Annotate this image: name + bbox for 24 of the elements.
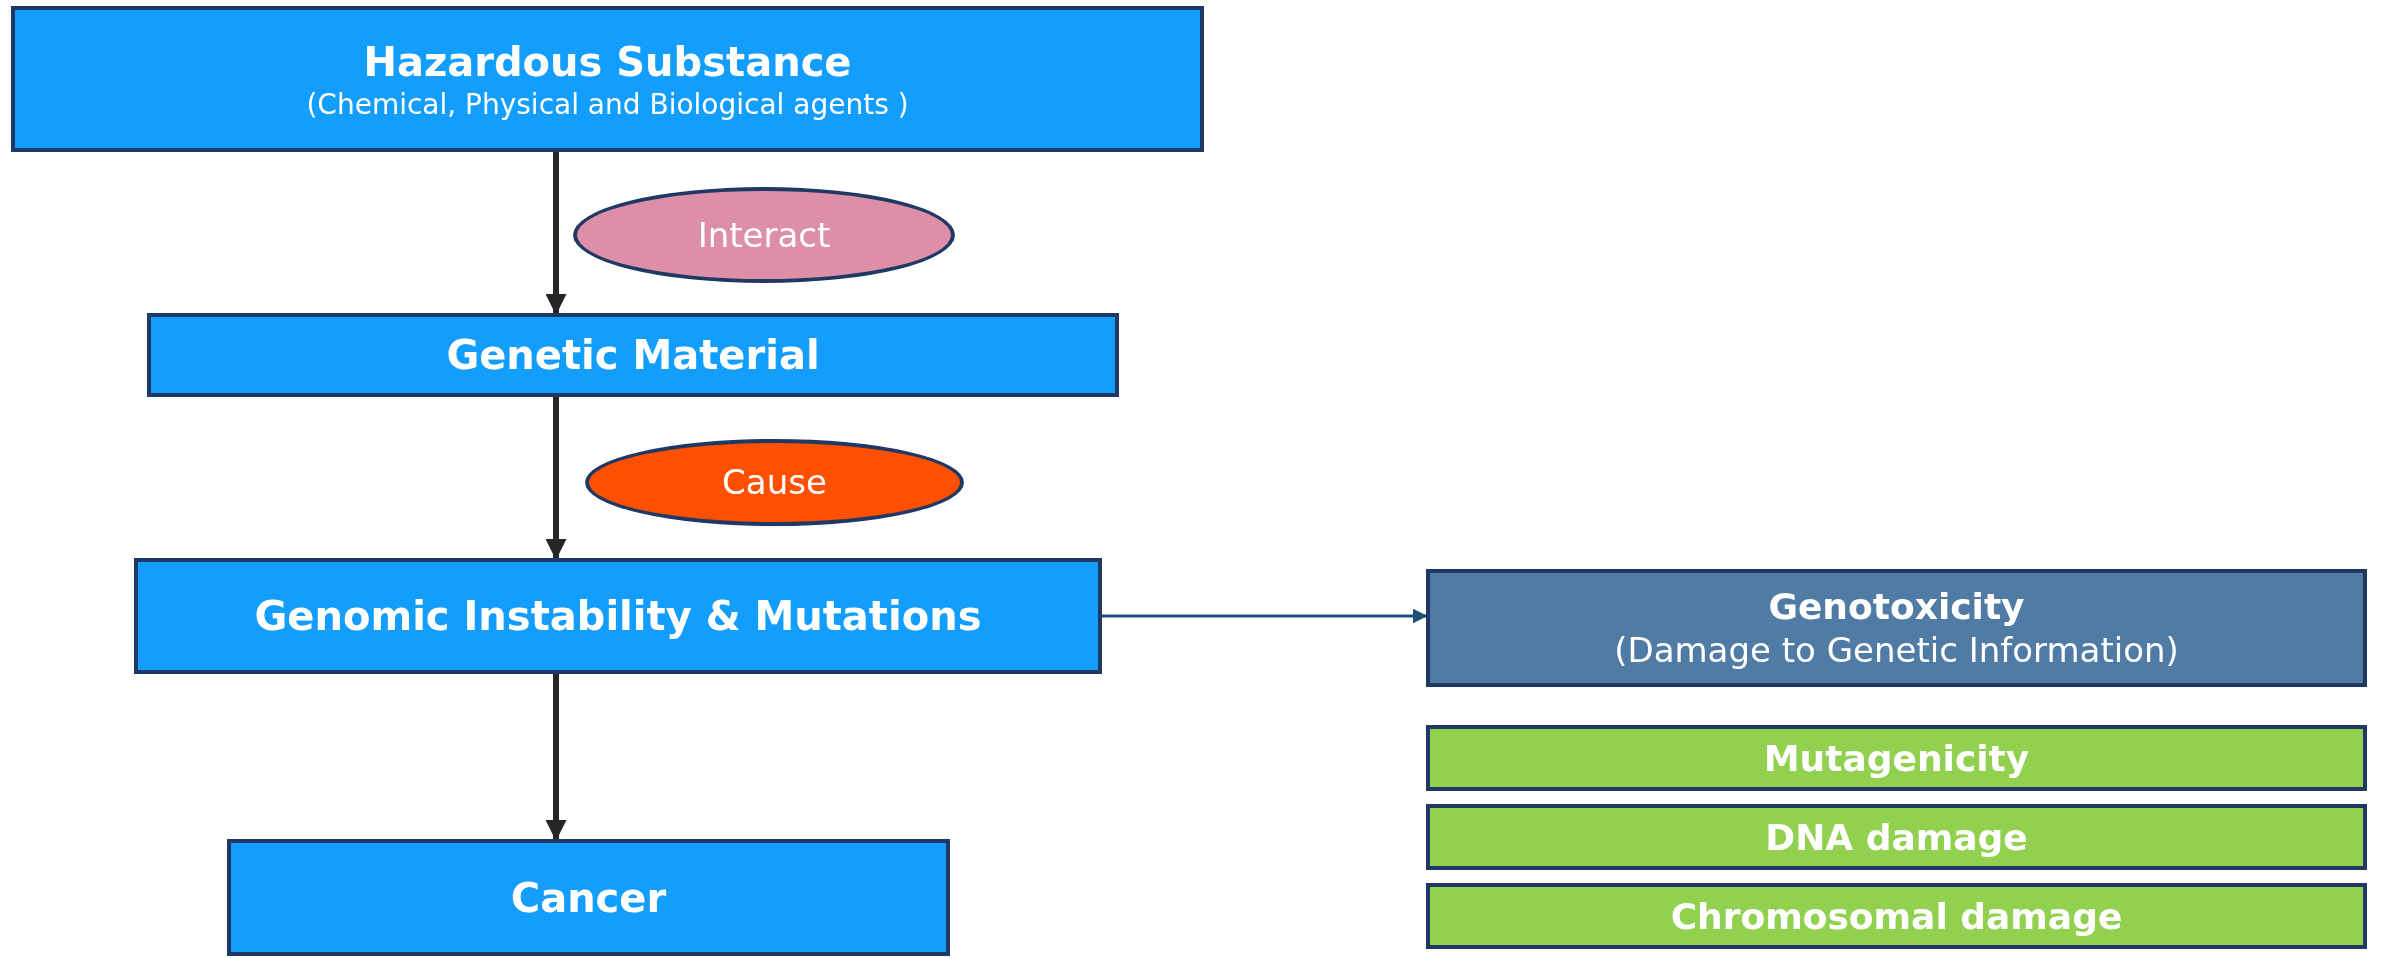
arrow [545,152,567,316]
node-title: Mutagenicity [1763,736,2030,781]
node-title: Chromosomal damage [1670,894,2123,939]
node-title: Genetic Material [446,331,820,380]
process-box [1426,569,2367,687]
process-box [11,6,1204,152]
process-box [147,313,1119,397]
node-subtitle: (Damage to Genetic Information) [1614,629,2179,672]
node-title: DNA damage [1765,815,2028,860]
node-subtitle: (Chemical, Physical and Biological agents ) [306,86,909,122]
arrow [1102,608,1428,624]
node-title: Interact [697,213,831,257]
process-box [1426,804,2367,870]
node-title: Cause [722,461,827,504]
node-title: Hazardous Substance [363,37,852,87]
arrow [545,674,567,842]
process-box [134,558,1102,674]
node-title: Genomic Instability & Mutations [254,592,982,641]
node-title: Cancer [510,873,667,923]
process-box [1426,725,2367,791]
process-box [1426,883,2367,949]
arrow [545,397,567,561]
process-box [227,839,950,956]
node-title: Genotoxicity [1768,585,2025,630]
